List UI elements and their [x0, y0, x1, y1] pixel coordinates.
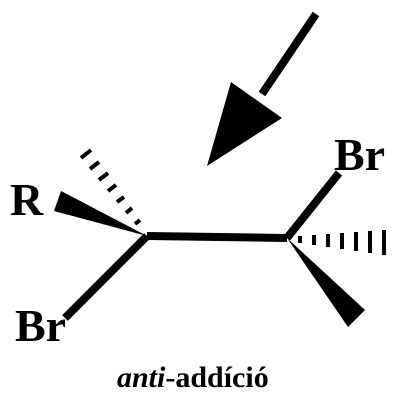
wedge-bond-right	[287, 238, 365, 327]
caption: anti-addíció	[117, 361, 269, 394]
wedge-bond-r	[54, 191, 147, 236]
label-br-top-right: Br	[334, 129, 385, 180]
bond-right-br	[283, 170, 343, 241]
label-br-bottom-left: Br	[15, 300, 66, 351]
c-c-bond	[146, 232, 288, 242]
bond-left-br	[62, 233, 150, 321]
arrow-shaft	[258, 11, 320, 97]
caption-rest: -addíció	[165, 361, 268, 394]
caption-italic: anti	[117, 361, 166, 394]
attack-arrow	[207, 11, 320, 166]
label-r: R	[10, 174, 44, 225]
arrow-head	[207, 82, 282, 166]
hashed-bond-left	[79, 148, 142, 226]
hashed-bond-right	[298, 230, 386, 255]
